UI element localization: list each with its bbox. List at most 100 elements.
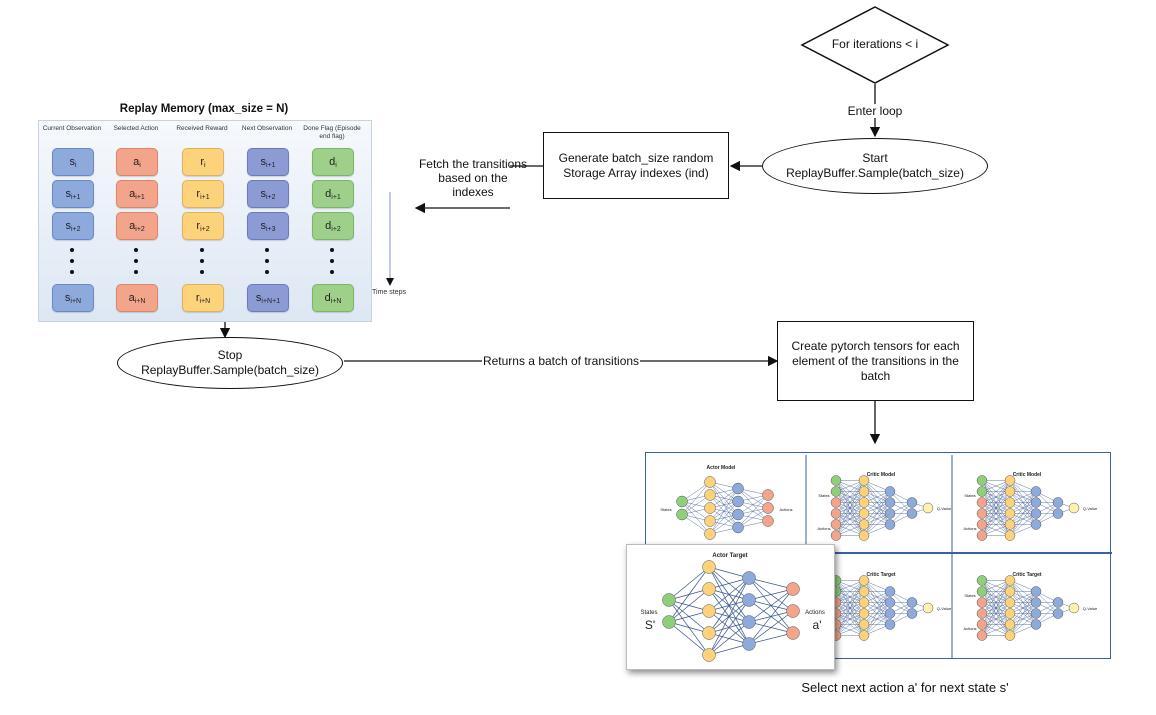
replay-memory-title: Replay Memory (max_size = N) — [119, 103, 289, 115]
neuron — [830, 475, 842, 486]
cell-symbol: a — [129, 188, 136, 200]
connection — [748, 577, 794, 590]
connection — [835, 513, 865, 536]
critic-model-2-output: Q-Value — [1083, 506, 1098, 511]
memory-cell: di+2 — [312, 212, 354, 240]
neuron — [1068, 602, 1080, 614]
connection — [981, 580, 1011, 625]
memory-cell: si+N — [52, 284, 94, 312]
neuron — [976, 497, 988, 508]
neuron — [704, 528, 716, 540]
connection — [708, 577, 750, 656]
ellipsis-dot — [70, 270, 74, 274]
cell-symbol: r — [196, 188, 201, 200]
cell-subscript: i+1 — [200, 194, 210, 201]
neuron — [1030, 586, 1042, 597]
connection — [981, 480, 1011, 525]
network — [976, 475, 1080, 541]
connection — [748, 588, 794, 623]
neuron — [742, 571, 756, 585]
connection — [835, 502, 865, 536]
neuron — [1004, 508, 1016, 519]
neuron — [922, 502, 934, 514]
neuron — [1004, 586, 1016, 597]
neuron — [1052, 508, 1064, 519]
actor-target-title: Actor Target — [712, 553, 747, 559]
neuron — [1004, 486, 1016, 497]
critic-model-2-input-bottom: Actions — [963, 526, 976, 531]
neuron — [906, 508, 918, 519]
neuron — [884, 619, 896, 630]
column-header: Done Flag (Episode end flag) — [303, 125, 361, 140]
memory-cell: si+1 — [247, 148, 289, 176]
neuron — [702, 582, 716, 596]
neuron — [976, 597, 988, 608]
cell-subscript: i+2 — [331, 226, 341, 233]
neuron — [732, 495, 744, 508]
connection — [1009, 491, 1037, 514]
connection — [835, 591, 865, 636]
neuron — [858, 475, 870, 486]
connection — [708, 577, 750, 612]
neuron — [976, 630, 988, 641]
connection — [863, 613, 891, 636]
connection — [863, 602, 891, 636]
cell-subscript: i+1 — [265, 162, 276, 169]
connection — [1009, 591, 1037, 636]
connection — [863, 513, 891, 536]
ellipsis-dot — [265, 270, 269, 274]
connection — [708, 621, 750, 656]
neuron — [976, 586, 988, 597]
cell-subscript: i+1 — [331, 194, 341, 201]
cell-symbol: d — [325, 220, 332, 232]
ellipsis-dot — [200, 248, 204, 252]
cell-symbol: d — [324, 292, 331, 304]
generate-label: Generate batch_size random Storage Array… — [558, 150, 714, 180]
neuron — [858, 586, 870, 597]
network — [976, 575, 1080, 641]
memory-cell: di+N — [312, 284, 354, 312]
connection — [835, 480, 865, 503]
neuron — [1004, 530, 1016, 541]
cell-subscript: i — [204, 162, 206, 169]
critic-model-2-input-top: States — [964, 493, 975, 498]
critic-target-1-title: Critic Target — [866, 572, 895, 578]
returns-label: Returns a batch of transitions — [482, 354, 640, 368]
cell-subscript: i+2 — [135, 226, 145, 233]
cell-symbol: d — [325, 188, 332, 200]
cell-symbol: a — [133, 156, 140, 168]
connection — [835, 613, 865, 636]
connection — [1009, 591, 1037, 625]
connection — [708, 577, 750, 590]
memory-cell: ri+1 — [182, 180, 224, 208]
neuron — [762, 489, 774, 501]
network — [830, 475, 934, 541]
cell-subscript: i+1 — [70, 194, 81, 201]
connection — [863, 591, 891, 625]
critic-model-2-title: Critic Model — [1013, 472, 1042, 478]
connection — [748, 610, 794, 645]
cell-subscript: i+1 — [135, 194, 145, 201]
ellipsis-dot — [330, 259, 334, 263]
neuron — [732, 521, 744, 534]
connection — [981, 480, 1011, 503]
critic-model-1-input-bottom: Actions — [817, 526, 830, 531]
memory-cell: ai+1 — [116, 180, 158, 208]
neuron — [976, 519, 988, 530]
network — [676, 476, 774, 540]
connection — [737, 494, 769, 515]
neuron — [884, 586, 896, 597]
cell-symbol: d — [329, 156, 336, 168]
cell-symbol: s — [255, 292, 262, 304]
cell-subscript: i — [335, 162, 337, 169]
connection — [981, 513, 1011, 536]
connection — [1009, 513, 1037, 536]
select-action-caption: Select next action a' for next state s' — [801, 680, 1009, 695]
neuron — [1004, 597, 1016, 608]
neuron — [1052, 497, 1064, 508]
neuron — [1052, 608, 1064, 619]
neuron — [830, 497, 842, 508]
neuron — [762, 502, 774, 514]
cell-subscript: i+N — [134, 298, 146, 305]
neuron — [858, 597, 870, 608]
